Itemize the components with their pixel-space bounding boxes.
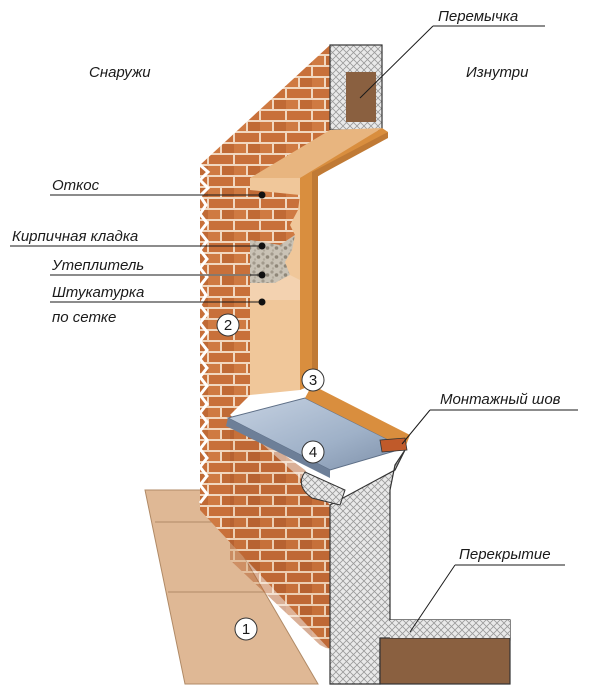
callout-plaster: Штукатурка: [52, 284, 145, 301]
marker-2-text: 2: [224, 317, 232, 334]
outside-label: Снаружи: [89, 64, 151, 81]
callout-brickwork: Кирпичная кладка: [12, 228, 139, 245]
callout-reveal: Откос: [52, 177, 100, 194]
reveal-cutaway: [250, 190, 300, 300]
wall-section: [329, 449, 511, 685]
inside-label: Изнутри: [466, 64, 529, 81]
callout-floor-slab: Перекрытие: [459, 546, 551, 563]
marker-1: 1: [234, 617, 258, 641]
callout-plaster-mesh: по сетке: [52, 309, 117, 326]
lintel: [329, 44, 383, 131]
callout-dots: [258, 191, 266, 306]
callout-insulation: Утеплитель: [52, 257, 145, 274]
marker-4: 4: [301, 440, 325, 464]
marker-4-text: 4: [309, 444, 317, 461]
window-sill: [226, 385, 410, 506]
marker-3: 3: [301, 368, 325, 392]
callout-lintel: Перемычка: [438, 8, 519, 25]
callout-mounting-seam: Монтажный шов: [440, 391, 561, 408]
marker-1-text: 1: [242, 621, 250, 638]
marker-3-text: 3: [309, 372, 317, 389]
callout-lines: [10, 25, 578, 633]
marker-2: 2: [216, 313, 240, 337]
